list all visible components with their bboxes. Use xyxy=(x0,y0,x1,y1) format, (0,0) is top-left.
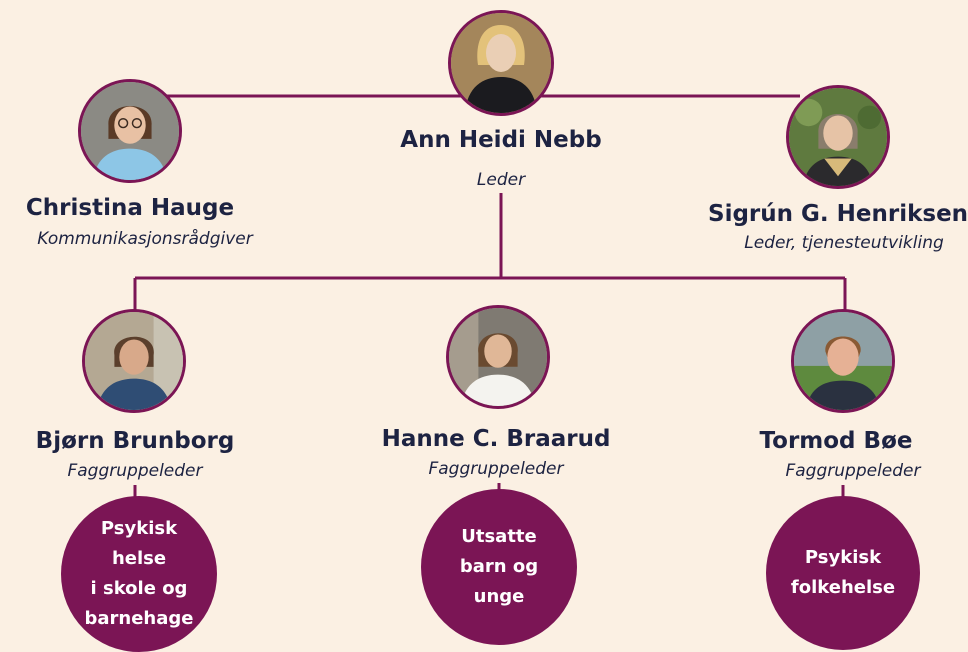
avatar-team-lead-3 xyxy=(791,309,895,413)
team-lead-1-name: Bjørn Brunborg xyxy=(35,428,235,454)
avatar-team-lead-1 xyxy=(82,309,186,413)
staff-left-name: Christina Hauge xyxy=(25,195,235,221)
group-circle-1: Psykisk helse i skole og barnehage xyxy=(61,496,217,652)
staff-left-role: Kommunikasjonsrådgiver xyxy=(37,229,253,249)
portrait-staff-left xyxy=(81,82,179,180)
team-lead-2-name: Hanne C. Braarud xyxy=(381,426,611,452)
avatar-staff-left xyxy=(78,79,182,183)
group-1-label: Psykisk helse i skole og barnehage xyxy=(84,518,194,629)
team-lead-2-role: Faggruppeleder xyxy=(428,459,564,479)
staff-right-name: Sigrún G. Henriksen xyxy=(708,201,968,227)
group-circle-2: Utsatte barn og unge xyxy=(421,489,577,645)
group-circle-3: Psykisk folkehelse xyxy=(766,496,920,650)
team-lead-3-name: Tormod Bøe xyxy=(759,428,913,454)
group-2-label: Utsatte barn og unge xyxy=(459,526,539,607)
team-lead-1-role: Faggruppeleder xyxy=(67,461,203,481)
group-3-label: Psykisk folkehelse xyxy=(790,547,896,598)
portrait-leader xyxy=(451,13,551,113)
portrait-team-lead-2 xyxy=(449,308,547,406)
leader-role: Leder xyxy=(476,170,526,190)
leader-name: Ann Heidi Nebb xyxy=(400,127,602,153)
portrait-staff-right xyxy=(789,88,887,186)
team-lead-3-role: Faggruppeleder xyxy=(785,461,921,481)
portrait-team-lead-3 xyxy=(794,312,892,410)
portrait-team-lead-1 xyxy=(85,312,183,410)
avatar-team-lead-2 xyxy=(446,305,550,409)
avatar-staff-right xyxy=(786,85,890,189)
staff-right-role: Leder, tjenesteutvikling xyxy=(744,233,944,253)
avatar-leader xyxy=(448,10,554,116)
